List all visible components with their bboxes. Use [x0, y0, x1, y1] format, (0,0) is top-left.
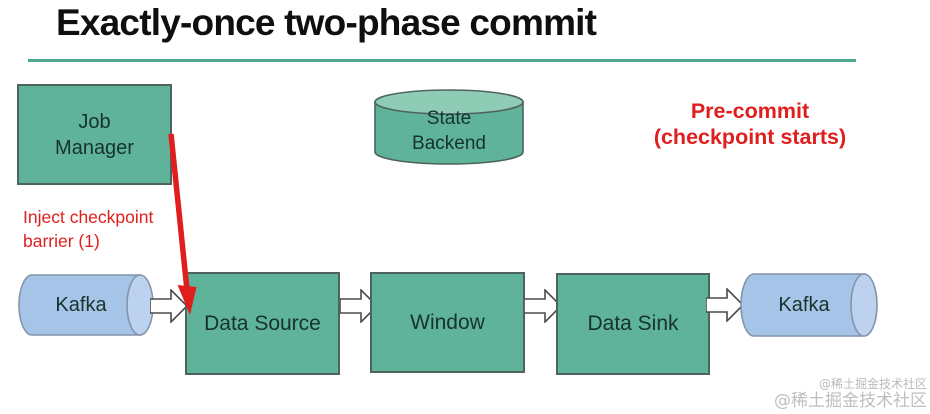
- node-job-manager: Job Manager: [17, 84, 172, 185]
- flow-arrow-1: [150, 289, 188, 323]
- node-data-sink-label: Data Sink: [587, 312, 679, 336]
- title-underline: [28, 59, 856, 62]
- kafka-cylinder-icon: [740, 273, 878, 337]
- slide-title: Exactly-once two-phase commit: [56, 2, 597, 43]
- flow-arrow-4: [706, 288, 744, 322]
- watermark-small: @稀土掘金技术社区: [818, 377, 927, 391]
- block-arrow-right-icon: [340, 289, 378, 323]
- node-data-source: Data Source: [185, 272, 340, 375]
- block-arrow-right-icon: [150, 289, 188, 323]
- node-data-source-label: Data Source: [204, 311, 321, 335]
- node-kafka-right: Kafka: [740, 272, 882, 338]
- kafka-cylinder-icon: [18, 274, 154, 336]
- red-arrow-down-icon: [168, 133, 197, 315]
- checkpoint-barrier-arrow: [160, 128, 206, 324]
- flow-arrow-3: [524, 289, 562, 323]
- node-data-sink: Data Sink: [556, 273, 710, 375]
- node-kafka-left: Kafka: [18, 273, 158, 337]
- node-kafka-left-label: Kafka: [55, 294, 107, 316]
- block-arrow-right-icon: [706, 288, 744, 322]
- block-arrow-right-icon: [524, 289, 562, 323]
- node-state-backend-label: State Backend: [412, 108, 486, 154]
- database-cylinder-icon: [374, 89, 524, 165]
- node-window-label: Window: [410, 310, 485, 334]
- precommit-note: Pre-commit (checkpoint starts): [653, 99, 847, 150]
- node-window: Window: [370, 272, 525, 373]
- flow-arrow-2: [340, 289, 378, 323]
- node-kafka-right-label: Kafka: [778, 294, 830, 316]
- inject-barrier-note: Inject checkpoint barrier (1): [23, 207, 154, 251]
- node-job-manager-label: Job Manager: [55, 110, 134, 159]
- node-state-backend: State Backend: [373, 88, 525, 166]
- watermark-large: @稀土掘金技术社区: [774, 391, 927, 411]
